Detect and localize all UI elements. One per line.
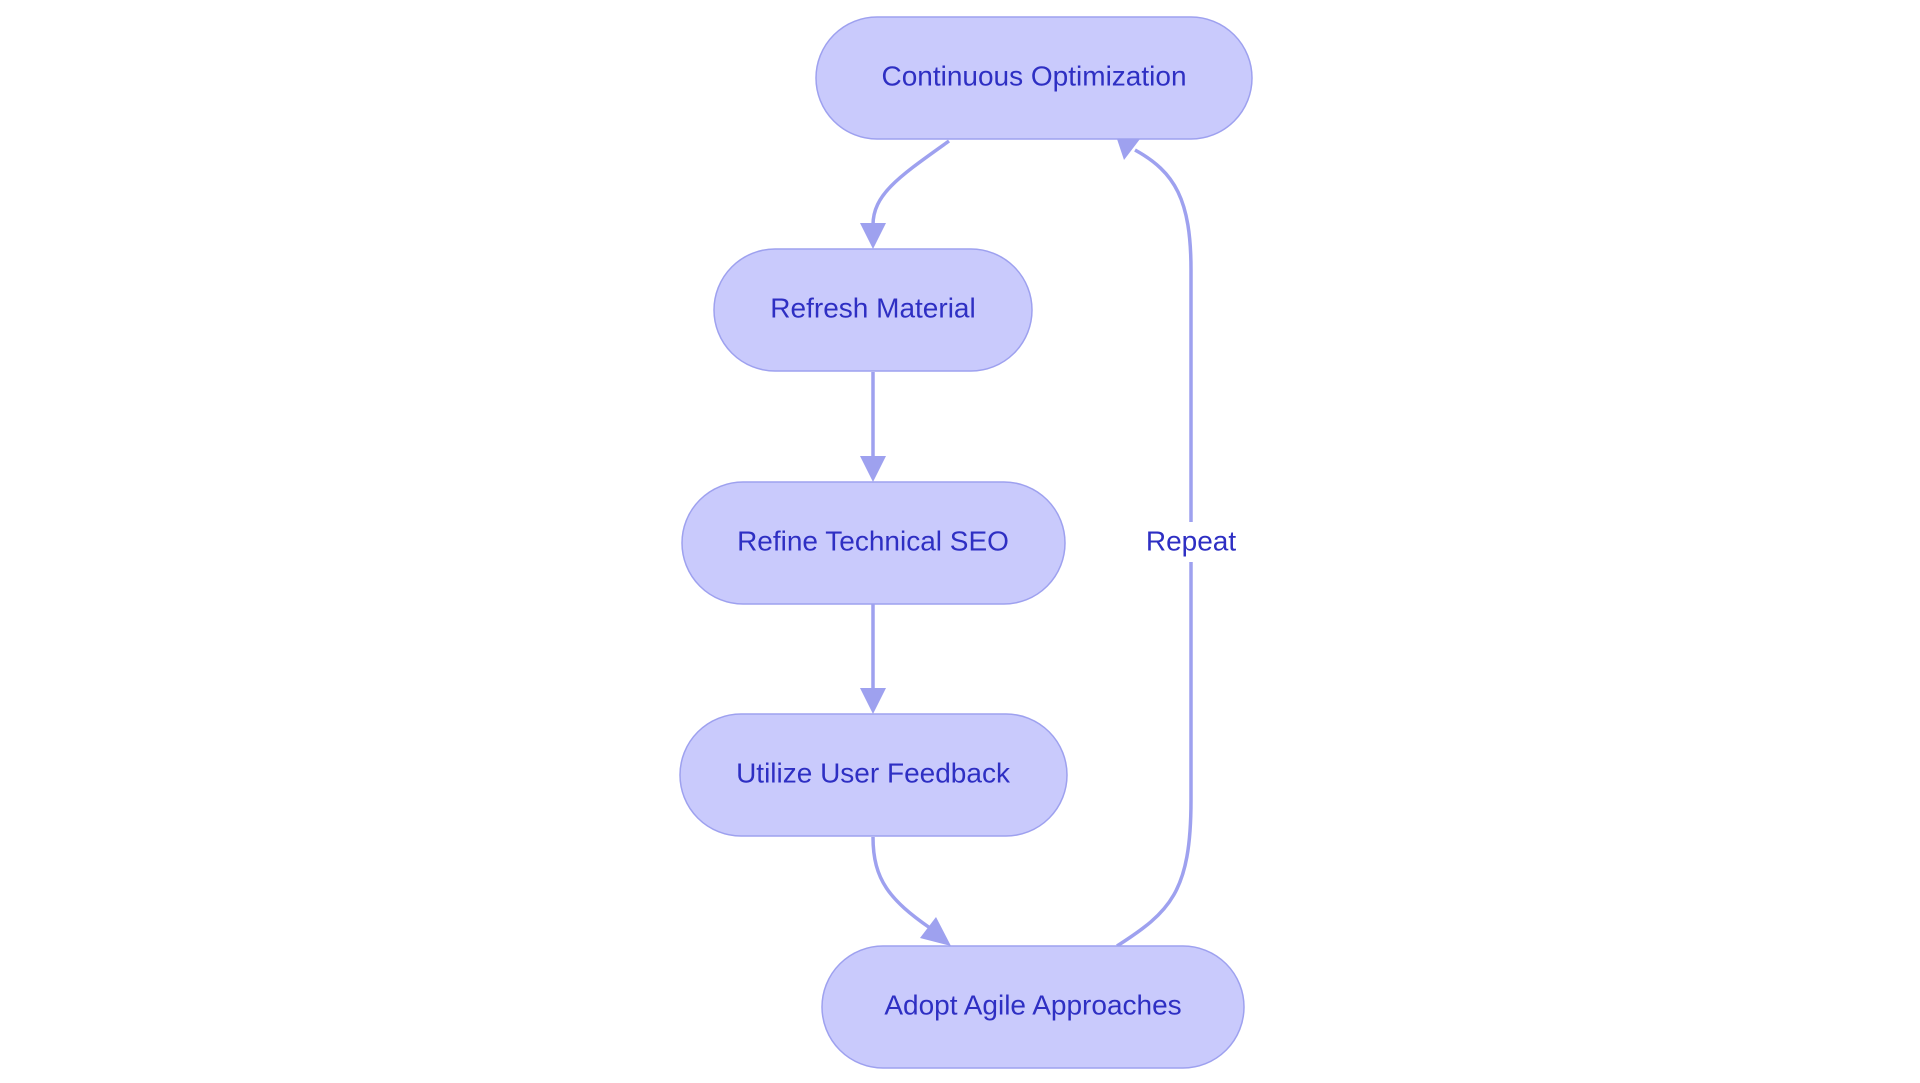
arrowhead-icon [860, 688, 886, 714]
arrowhead-icon [920, 917, 951, 946]
node-label: Adopt Agile Approaches [884, 989, 1181, 1020]
node-refresh-material: Refresh Material [713, 248, 1033, 372]
edge-agile-repeat-to-continuous [1116, 139, 1193, 948]
repeat-label: Repeat [1146, 525, 1237, 556]
node-label: Refine Technical SEO [737, 525, 1009, 556]
edge-refresh-to-refine [860, 372, 886, 482]
node-label: Utilize User Feedback [736, 757, 1011, 788]
node-utilize-user-feedback: Utilize User Feedback [679, 713, 1068, 837]
node-label: Continuous Optimization [881, 60, 1186, 91]
node-continuous-optimization: Continuous Optimization [815, 16, 1253, 140]
arrowhead-icon [860, 456, 886, 482]
edge-continuous-to-refresh [860, 139, 951, 249]
node-label: Refresh Material [770, 292, 975, 323]
edge-feedback-to-agile [871, 836, 951, 946]
arrowhead-icon [1117, 139, 1140, 160]
arrowhead-icon [860, 223, 886, 249]
edge-refine-to-feedback [860, 604, 886, 714]
node-refine-technical-seo: Refine Technical SEO [681, 481, 1066, 605]
edge-label-repeat: Repeat [1140, 522, 1242, 562]
node-adopt-agile-approaches: Adopt Agile Approaches [821, 945, 1245, 1069]
